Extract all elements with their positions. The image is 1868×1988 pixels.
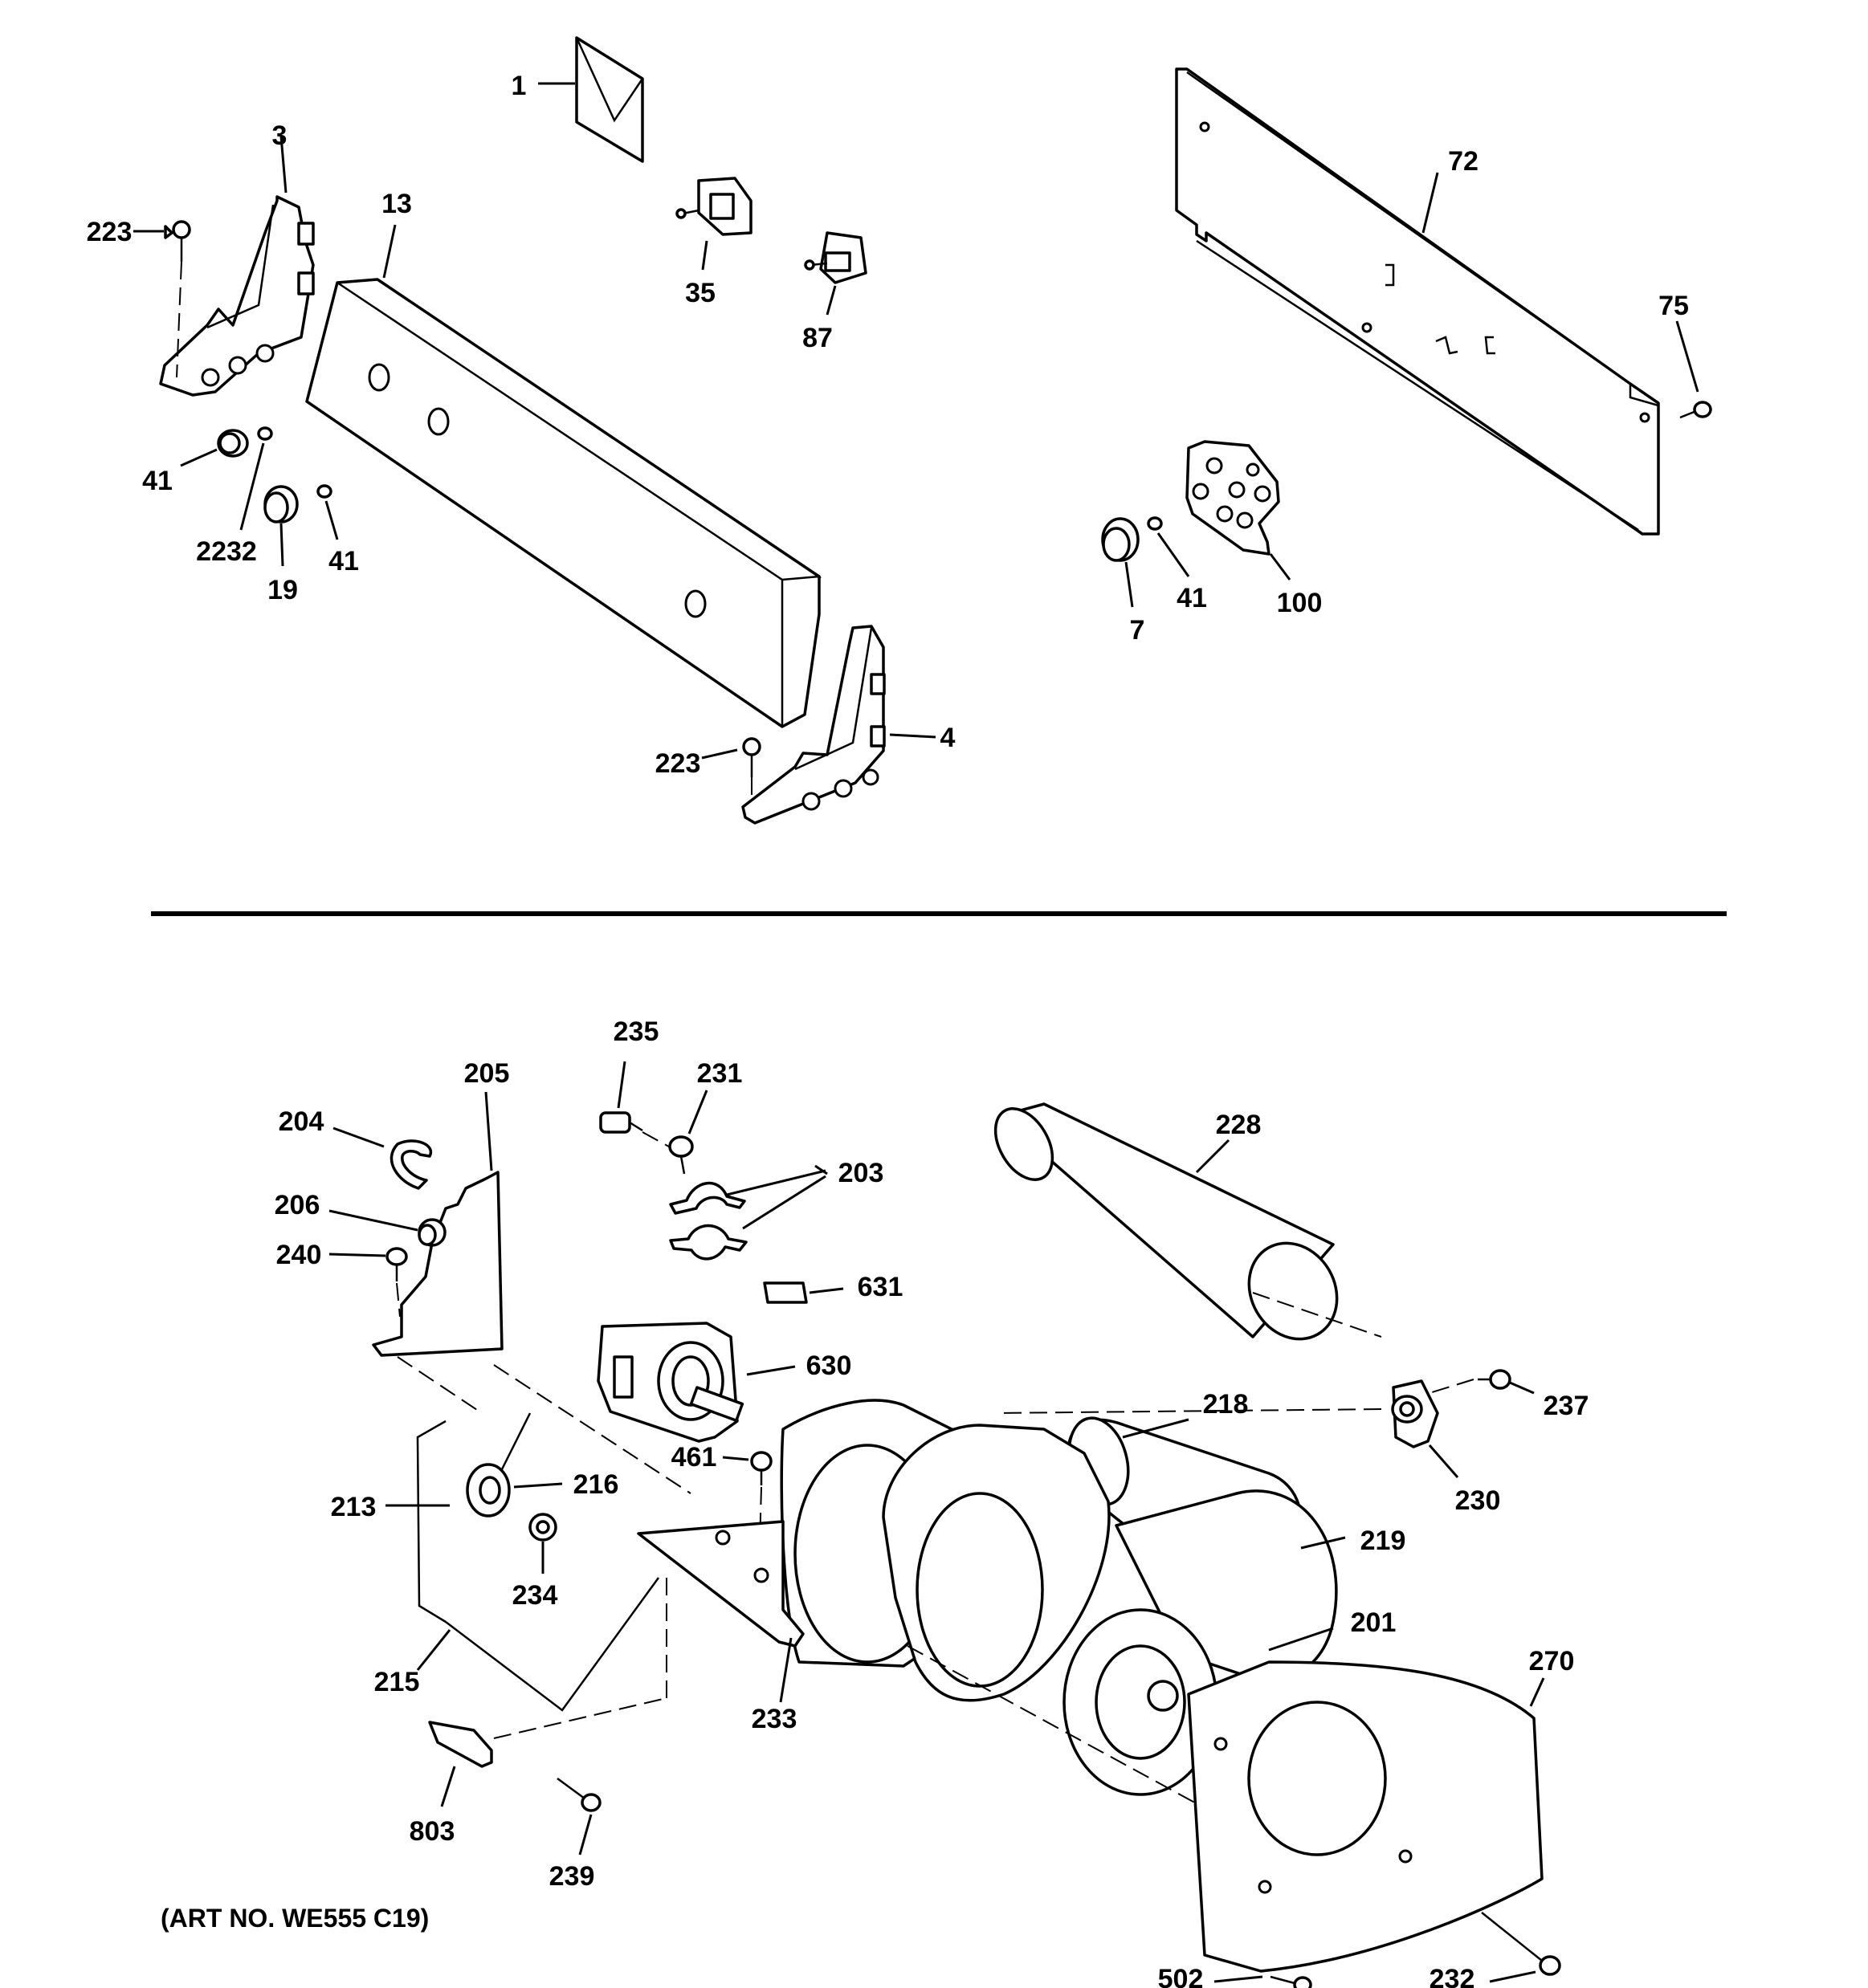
part-231-screw bbox=[668, 1090, 708, 1175]
part-234-bearing bbox=[528, 1513, 557, 1574]
part-1-literature bbox=[538, 36, 644, 163]
label-part-231: 231 bbox=[697, 1058, 743, 1089]
label-part-201: 201 bbox=[1351, 1607, 1397, 1638]
label-part-630: 630 bbox=[806, 1350, 852, 1381]
part-502-screw bbox=[1213, 1975, 1312, 1988]
label-part-230: 230 bbox=[1455, 1485, 1501, 1516]
part-213-idler-arm bbox=[385, 1420, 450, 1623]
label-part-19: 19 bbox=[267, 575, 298, 605]
part-206-grommet bbox=[328, 1209, 447, 1247]
part-232-screw bbox=[1481, 1912, 1561, 1983]
part-223-screw-left bbox=[133, 220, 191, 378]
label-part-216: 216 bbox=[573, 1469, 619, 1500]
part-230-thermostat bbox=[995, 1379, 1459, 1478]
label-part-87: 87 bbox=[802, 323, 833, 353]
label-part-270: 270 bbox=[1529, 1646, 1575, 1676]
label-part-233: 233 bbox=[752, 1704, 797, 1734]
label-part-204: 204 bbox=[279, 1106, 324, 1137]
part-228-exhaust-duct bbox=[993, 1102, 1382, 1341]
part-630-motor bbox=[597, 1322, 796, 1443]
part-19-knob bbox=[263, 485, 299, 567]
part-235-fuse bbox=[599, 1061, 675, 1151]
label-part-223-right: 223 bbox=[655, 748, 701, 779]
label-part-2232: 2232 bbox=[196, 536, 257, 567]
label-part-1: 1 bbox=[512, 71, 527, 101]
part-13-control-panel bbox=[305, 224, 822, 728]
top-section: 1 3 223 bbox=[87, 36, 1712, 825]
part-205-motor-bracket bbox=[372, 1091, 504, 1357]
label-part-234: 234 bbox=[512, 1580, 558, 1611]
label-part-3: 3 bbox=[272, 120, 288, 151]
label-part-205: 205 bbox=[464, 1058, 510, 1089]
part-201-blower-wheel bbox=[882, 1424, 1334, 1815]
part-2232-spring bbox=[239, 426, 273, 531]
label-part-240: 240 bbox=[276, 1240, 322, 1270]
part-75-screw bbox=[1675, 320, 1712, 419]
part-72-backsplash bbox=[1175, 67, 1660, 536]
part-240-screw bbox=[328, 1247, 408, 1318]
part-3-left-endcap bbox=[159, 136, 315, 397]
label-part-100: 100 bbox=[1277, 588, 1323, 618]
label-part-219: 219 bbox=[1360, 1526, 1406, 1556]
label-part-206: 206 bbox=[275, 1190, 320, 1220]
label-part-35: 35 bbox=[685, 278, 716, 308]
label-part-215: 215 bbox=[374, 1667, 420, 1697]
part-239-screw bbox=[557, 1777, 602, 1856]
part-803-switch bbox=[428, 1697, 667, 1807]
label-part-631: 631 bbox=[858, 1272, 903, 1302]
part-87-switch bbox=[804, 231, 867, 316]
label-part-41-b: 41 bbox=[328, 546, 359, 576]
part-41-knob-a bbox=[180, 429, 249, 467]
label-part-803: 803 bbox=[410, 1816, 455, 1847]
label-part-203: 203 bbox=[838, 1158, 884, 1188]
label-part-41-c: 41 bbox=[1177, 583, 1207, 613]
label-part-232: 232 bbox=[1430, 1964, 1475, 1988]
label-part-13: 13 bbox=[381, 189, 412, 219]
label-part-7: 7 bbox=[1130, 615, 1145, 646]
part-35-switch bbox=[675, 177, 753, 271]
label-part-4: 4 bbox=[940, 723, 956, 753]
part-204-clip bbox=[332, 1126, 433, 1190]
label-part-223-left: 223 bbox=[87, 217, 133, 247]
label-part-228: 228 bbox=[1216, 1110, 1262, 1140]
part-4-right-endcap bbox=[741, 625, 936, 825]
part-100-timer bbox=[1185, 440, 1291, 581]
part-41-spring-b bbox=[316, 484, 339, 540]
label-part-235: 235 bbox=[614, 1016, 659, 1047]
part-461-screw bbox=[722, 1451, 773, 1575]
label-part-75: 75 bbox=[1658, 291, 1689, 321]
part-7-knob bbox=[1101, 517, 1140, 608]
part-223-screw-right bbox=[701, 737, 761, 795]
label-part-239: 239 bbox=[549, 1861, 595, 1892]
part-631-capacitor bbox=[763, 1281, 844, 1304]
label-part-502: 502 bbox=[1158, 1964, 1204, 1988]
label-part-237: 237 bbox=[1544, 1391, 1589, 1421]
part-216-idler-pulley bbox=[466, 1412, 563, 1517]
part-203-clamps bbox=[669, 1164, 828, 1261]
part-237-screw bbox=[1429, 1369, 1535, 1395]
label-part-72: 72 bbox=[1448, 146, 1478, 177]
part-270-blower-cover bbox=[1187, 1660, 1545, 1973]
bottom-section: 235 231 203 204 205 bbox=[275, 1016, 1589, 1988]
part-41-spring-c bbox=[1147, 516, 1190, 577]
part-215-belt-rod bbox=[397, 1356, 691, 1712]
label-part-213: 213 bbox=[331, 1492, 377, 1522]
art-number: (ART NO. WE555 C19) bbox=[161, 1904, 429, 1933]
label-part-218: 218 bbox=[1203, 1389, 1249, 1420]
label-part-41-a: 41 bbox=[142, 466, 173, 496]
label-part-461: 461 bbox=[671, 1442, 717, 1473]
